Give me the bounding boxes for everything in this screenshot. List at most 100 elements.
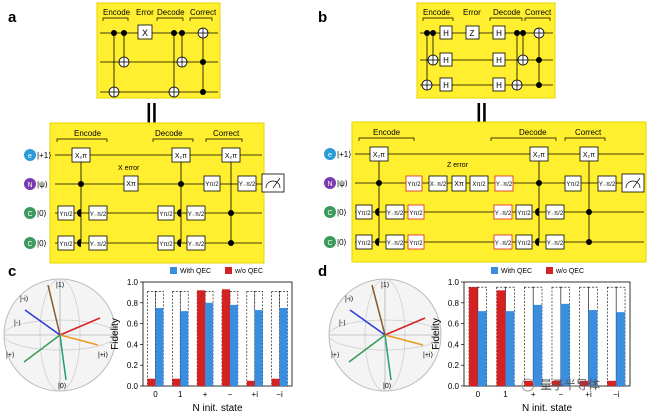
cnot-target — [511, 79, 523, 91]
qubit-icon-electron: e — [24, 149, 36, 161]
bloch-vector — [59, 334, 99, 346]
conditional-control — [177, 239, 181, 247]
gate-y-pos: Yπ/2 — [59, 242, 73, 248]
cnot-target — [118, 56, 130, 68]
bar-without-qec — [271, 378, 280, 386]
measurement-icon — [621, 173, 645, 193]
x-tick-label: − — [228, 390, 233, 399]
cnot-target — [168, 86, 180, 98]
x-axis-label: N init. state — [522, 403, 572, 414]
x-tick-label: +i — [252, 390, 259, 399]
gate-x2pi: X₂π — [225, 153, 237, 160]
legend-label-without-qec: w/o QEC — [555, 268, 584, 275]
plot-frame — [463, 281, 631, 387]
x-tick-label: 1 — [178, 390, 183, 399]
conditional-control — [375, 208, 379, 216]
bloch-vector — [384, 334, 424, 346]
gate-x-pos: Xπ/2 — [472, 182, 486, 188]
bloch-vector — [59, 334, 67, 381]
small-a-error-label: Error — [136, 8, 154, 17]
error-gate-a-label: X — [142, 28, 148, 38]
cnot-target — [421, 79, 433, 91]
ideal-bar-outline — [551, 286, 562, 387]
y-tick-label: 0.6 — [448, 320, 460, 329]
big-a-encode-label: Encode — [74, 129, 102, 138]
gate-y-pos: Yπ/2 — [566, 182, 580, 188]
svg-text:e: e — [328, 152, 332, 159]
conditional-control — [535, 208, 539, 216]
legend-label-with-qec: With QEC — [180, 268, 211, 275]
y-tick-label: 1.0 — [448, 278, 460, 287]
qubit-icon-electron: e — [324, 148, 336, 160]
gate-y-neg: Y₋π/2 — [496, 182, 513, 188]
y-tick-label: 1.0 — [127, 278, 139, 287]
qubit-icon-carbon: C — [24, 207, 36, 219]
gate-y-pos: Yπ/2 — [357, 211, 371, 217]
svg-text:C: C — [327, 240, 332, 247]
control-dot — [200, 89, 206, 95]
gate-x2pi: X₂π — [583, 152, 595, 159]
bloch-vector — [59, 317, 101, 336]
control-dot — [376, 180, 382, 186]
big-circuit-b: Encode Decode Correct Z error e N C C |+… — [324, 121, 647, 263]
gate-y-pos: Yπ/2 — [409, 241, 423, 247]
y-tick-label: 0.4 — [127, 340, 139, 349]
control-dot — [111, 30, 117, 36]
bloch-vector — [23, 334, 61, 363]
y-tick-label: 0.6 — [127, 320, 139, 329]
h-gate-label: H — [443, 81, 449, 90]
bloch-d-label-1: |1⟩ — [381, 281, 390, 289]
bloch-c-label-minus: |-⟩ — [14, 319, 21, 327]
big-a-correct-label: Correct — [213, 129, 240, 138]
control-dot — [424, 30, 430, 36]
measurement-icon — [261, 173, 285, 193]
control-dot — [586, 209, 592, 215]
gate-y-neg: Y₋π/2 — [90, 212, 107, 218]
y-tick-label: 0.0 — [448, 382, 460, 391]
bloch-vector — [349, 309, 386, 336]
bloch-d-label-minus: |-⟩ — [339, 319, 346, 327]
gate-y-pos: Yπ/2 — [407, 182, 421, 188]
y-tick-label: 0.2 — [448, 361, 460, 370]
gate-y-pos: Yπ/2 — [205, 182, 219, 188]
x-tick-label: −i — [276, 390, 283, 399]
big-b-error-label: Z error — [447, 162, 469, 169]
h-gate-label: H — [496, 56, 502, 65]
y-tick-label: 0.2 — [127, 361, 139, 370]
bar-without-qec — [524, 380, 534, 386]
qubit-icon-carbon: C — [24, 237, 36, 249]
panel-label-a: a — [8, 9, 17, 26]
svg-text:e: e — [28, 153, 32, 160]
bar-with-qec — [533, 304, 543, 386]
h-gate-label: H — [496, 29, 502, 38]
ideal-bar-outline — [246, 291, 256, 387]
legend-label-without-qec: w/o QEC — [234, 268, 263, 275]
bloch-c-label-plus-i: |+i⟩ — [98, 351, 108, 359]
gate-y-pos: Yπ/2 — [517, 211, 531, 217]
x-tick-label: 0 — [153, 390, 158, 399]
big-circuit-a: Encode Decode Correct X error e N C C |+… — [24, 122, 285, 264]
qubit-icon-carbon: C — [324, 206, 336, 218]
gate-y-neg: Y₋π/2 — [188, 212, 205, 218]
control-dot — [520, 30, 526, 36]
toffoli-target — [197, 27, 209, 39]
svg-text:N: N — [327, 181, 332, 188]
y-tick-label: 0.8 — [448, 299, 460, 308]
x-tick-label: 0 — [476, 390, 481, 399]
y-axis-label: Fidelity — [431, 318, 442, 350]
panel-label-d: d — [318, 263, 327, 280]
bloch-c-label-1: |1⟩ — [56, 281, 65, 289]
bar-with-qec — [477, 311, 487, 386]
gate-y-pos: Yπ/2 — [517, 241, 531, 247]
gate-x2pi: X₂π — [533, 152, 545, 159]
conditional-control — [375, 238, 379, 246]
y-axis-label: Fidelity — [110, 318, 121, 350]
big-a-qubit-label-1: |ψ⟩ — [37, 180, 48, 189]
conditional-control — [77, 209, 81, 217]
bar-without-qec — [496, 290, 506, 386]
gate-y-pos: Yπ/2 — [357, 241, 371, 247]
big-b-correct-label: Correct — [575, 128, 602, 137]
x-axis-label: N init. state — [192, 403, 242, 414]
control-dot — [586, 239, 592, 245]
control-dot — [228, 240, 234, 246]
